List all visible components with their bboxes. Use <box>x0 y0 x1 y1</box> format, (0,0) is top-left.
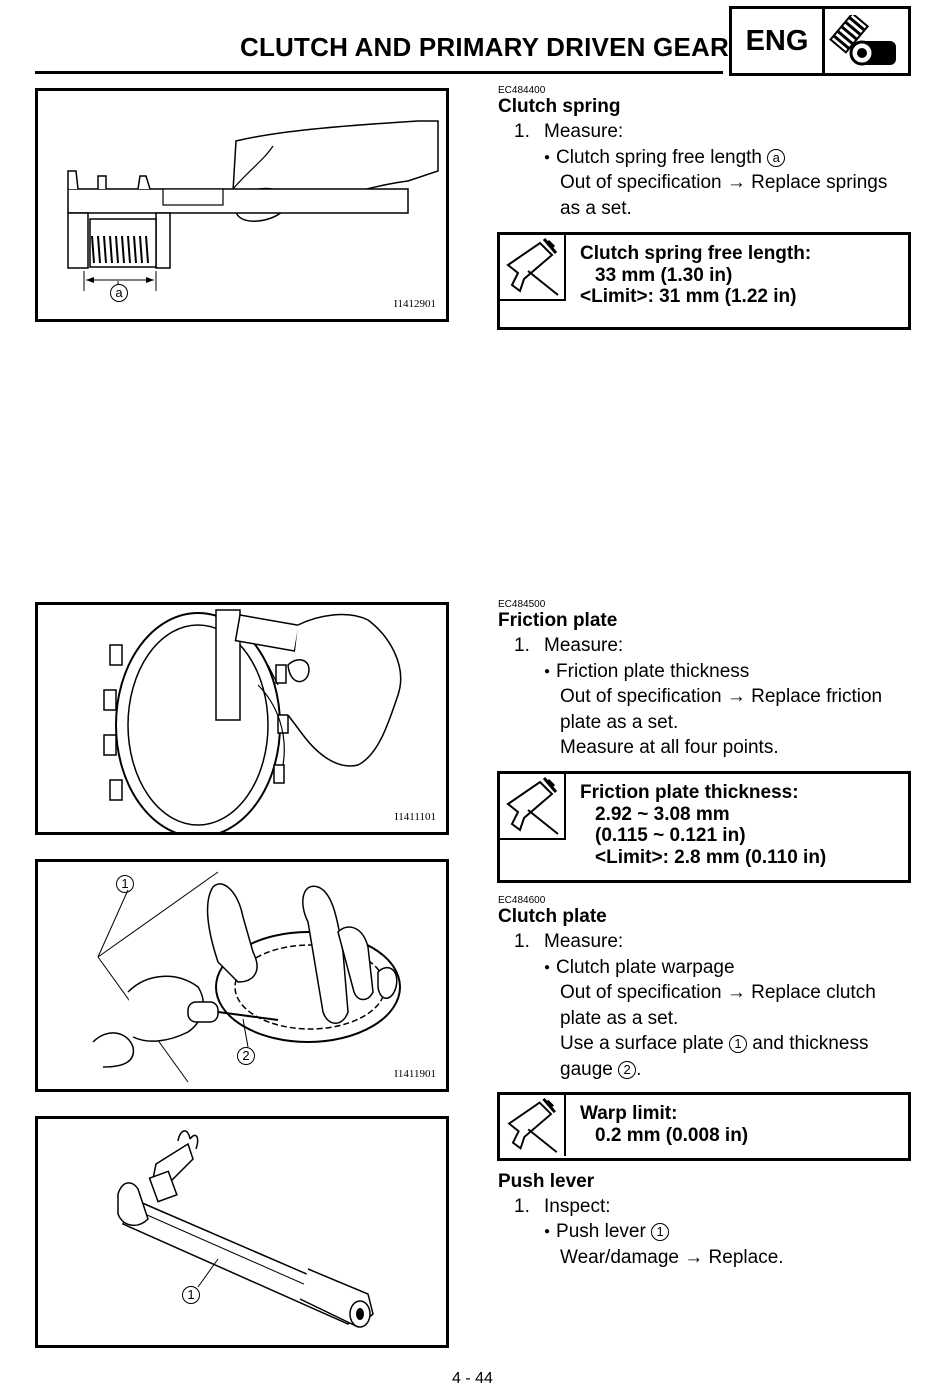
instruction-text: . <box>636 1059 642 1080</box>
instruction-line: gauge 2. <box>560 1057 641 1083</box>
figure-code: I1411101 <box>394 811 436 823</box>
spec-title: Clutch spring free length: <box>580 243 812 264</box>
callout-ref: 1 <box>651 1223 670 1241</box>
bullet-text: Friction plate thickness <box>556 661 750 682</box>
section-label: ENG <box>732 9 825 73</box>
page-number: 4 - 44 <box>452 1370 493 1387</box>
figure-code: I1411901 <box>394 1068 436 1080</box>
step-number: 1. <box>514 121 530 142</box>
step-action: Measure: <box>544 121 624 142</box>
instruction-line: Out of specification → Replace springs <box>560 172 888 193</box>
page-title: CLUTCH AND PRIMARY DRIVEN GEAR <box>240 32 729 62</box>
instruction-text: Use a surface plate <box>560 1033 724 1054</box>
step-action: Measure: <box>544 931 624 952</box>
callout-ref: 1 <box>728 1035 747 1053</box>
engine-icon <box>829 15 896 66</box>
spec-title: Friction plate thickness: <box>580 782 799 803</box>
spec-text: Clutch spring free length: 33 mm (1.30 i… <box>580 243 811 308</box>
spec-limit: <Limit>: 31 mm (1.22 in) <box>580 286 797 307</box>
instruction-line: Measure at all four points. <box>560 737 779 758</box>
spec-box-warp: Warp limit: 0.2 mm (0.008 in) <box>497 1092 911 1161</box>
bullet-text: Clutch spring free length <box>556 147 762 168</box>
spec-limit: <Limit>: 2.8 mm (0.110 in) <box>595 846 827 868</box>
instruction-text: gauge <box>560 1059 613 1080</box>
section-heading-friction-plate: Friction plate <box>498 610 618 631</box>
spec-title: Warp limit: <box>580 1103 678 1124</box>
push-lever-illustration <box>117 1130 374 1328</box>
caliper-spring-illustration <box>67 120 439 291</box>
step-number: 1. <box>514 635 530 656</box>
step-number: 1. <box>514 1196 530 1217</box>
callout-1: 1 <box>116 875 134 893</box>
instruction-line: Wear/damage → Replace. <box>560 1247 784 1268</box>
spec-value: (0.115 ~ 0.121 in) <box>595 825 746 846</box>
bullet-icon: ● <box>544 666 551 677</box>
step-action: Inspect: <box>544 1196 611 1217</box>
spec-box-spring: Clutch spring free length: 33 mm (1.30 i… <box>497 232 911 330</box>
figure-spring-caliper: a I1412901 <box>35 88 449 322</box>
spec-value: 2.92 ~ 3.08 mm <box>595 803 730 825</box>
callout-ref: 2 <box>618 1061 637 1079</box>
spec-text: Warp limit: 0.2 mm (0.008 in) <box>580 1103 748 1146</box>
header-rule <box>35 71 723 74</box>
section-code: EC484400 <box>498 85 546 96</box>
instruction-line: Use a surface plate 1 and thickness <box>560 1031 868 1057</box>
spec-value: 0.2 mm (0.008 in) <box>595 1124 749 1146</box>
clutch-plate-illustration <box>92 871 401 1083</box>
bullet-item: ● Friction plate thickness <box>544 659 749 685</box>
callout-1: 1 <box>182 1286 200 1304</box>
caliper-icon <box>500 235 566 301</box>
instruction-line: plate as a set. <box>560 712 679 733</box>
bullet-icon: ● <box>544 962 551 973</box>
bullet-icon: ● <box>544 1226 551 1237</box>
instruction-line: Out of specification → Replace clutch <box>560 982 876 1003</box>
step-number: 1. <box>514 931 530 952</box>
instruction-line: as a set. <box>560 198 632 219</box>
caliper-icon <box>500 774 566 840</box>
section-heading-clutch-plate: Clutch plate <box>498 906 607 927</box>
step-action: Measure: <box>544 635 624 656</box>
callout-a: a <box>110 284 128 302</box>
callout-ref: a <box>767 149 786 167</box>
section-tab: ENG <box>729 6 911 76</box>
figure-code: I1412901 <box>393 298 436 310</box>
bullet-text: Clutch plate warpage <box>556 957 735 978</box>
bullet-item: ● Clutch spring free length a <box>544 145 786 171</box>
bullet-text: Push lever <box>556 1221 646 1242</box>
bullet-item: ● Clutch plate warpage <box>544 955 735 981</box>
figure-friction-plate: I1411101 <box>35 602 449 838</box>
spec-text: Friction plate thickness: 2.92 ~ 3.08 mm… <box>580 782 826 868</box>
callout-2: 2 <box>237 1047 255 1065</box>
section-heading-clutch-spring: Clutch spring <box>498 96 621 117</box>
figure-clutch-plate: 1 2 I1411901 <box>35 859 449 1092</box>
instruction-text: and thickness <box>752 1033 869 1054</box>
spec-box-friction: Friction plate thickness: 2.92 ~ 3.08 mm… <box>497 771 911 883</box>
bullet-item: ● Push lever 1 <box>544 1219 670 1245</box>
instruction-line: plate as a set. <box>560 1008 679 1029</box>
friction-plate-illustration <box>103 609 402 838</box>
section-heading-push-lever: Push lever <box>498 1171 595 1192</box>
section-code: EC484500 <box>498 599 546 610</box>
figure-push-lever: 1 <box>35 1116 449 1348</box>
bullet-icon: ● <box>544 152 551 163</box>
instruction-line: Out of specification → Replace friction <box>560 686 883 707</box>
spec-value: 33 mm (1.30 in) <box>595 264 733 286</box>
caliper-icon <box>507 1095 566 1156</box>
section-code: EC484600 <box>498 895 546 906</box>
